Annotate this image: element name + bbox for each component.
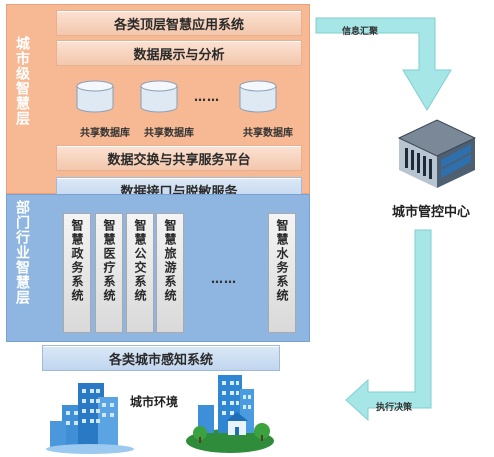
system-label: 智慧医疗系统 — [102, 219, 116, 303]
database-ellipsis: …… — [194, 90, 220, 104]
system-box-water: 智慧水务系统 — [268, 213, 296, 333]
system-label: 智慧水务系统 — [275, 219, 289, 303]
system-box-medical: 智慧医疗系统 — [95, 213, 123, 333]
shared-database-1: 共享数据库 — [75, 80, 130, 139]
system-label: 智慧政务系统 — [70, 219, 84, 303]
system-box-tourism: 智慧旅游系统 — [156, 213, 184, 333]
system-label: 智慧旅游系统 — [163, 219, 177, 303]
flow-arrows — [315, 17, 452, 422]
database-icon — [140, 80, 178, 113]
system-ellipsis: …… — [211, 272, 237, 286]
control-center-building-icon — [397, 119, 477, 188]
info-aggregation-label: 信息汇聚 — [342, 27, 379, 37]
execute-decision-label: 执行决策 — [376, 403, 413, 413]
database-icon — [239, 80, 277, 113]
city-layer-label: 城市级智慧层 — [14, 36, 30, 126]
city-environment-label: 城市环境 — [130, 395, 179, 409]
system-box-government: 智慧政务系统 — [63, 213, 91, 333]
top-application-bar: 各类顶层智慧应用系统 — [56, 10, 302, 36]
control-center-label: 城市管控中心 — [392, 205, 471, 220]
system-box-transit: 智慧公交系统 — [126, 213, 154, 333]
data-display-bar: 数据展示与分析 — [56, 40, 302, 66]
database-label: 共享数据库 — [144, 128, 194, 139]
shared-database-3: 共享数据库 — [238, 80, 293, 139]
database-label: 共享数据库 — [80, 128, 130, 139]
system-label: 智慧公交系统 — [133, 219, 147, 303]
database-icon — [76, 80, 114, 113]
dept-layer-label: 部门行业智慧层 — [14, 200, 30, 305]
city-buildings-illustration — [46, 375, 274, 454]
perception-system-bar: 各类城市感知系统 — [42, 345, 280, 371]
data-exchange-bar: 数据交换与共享服务平台 — [56, 145, 302, 171]
database-label: 共享数据库 — [243, 128, 293, 139]
shared-database-2: 共享数据库 — [139, 80, 194, 139]
